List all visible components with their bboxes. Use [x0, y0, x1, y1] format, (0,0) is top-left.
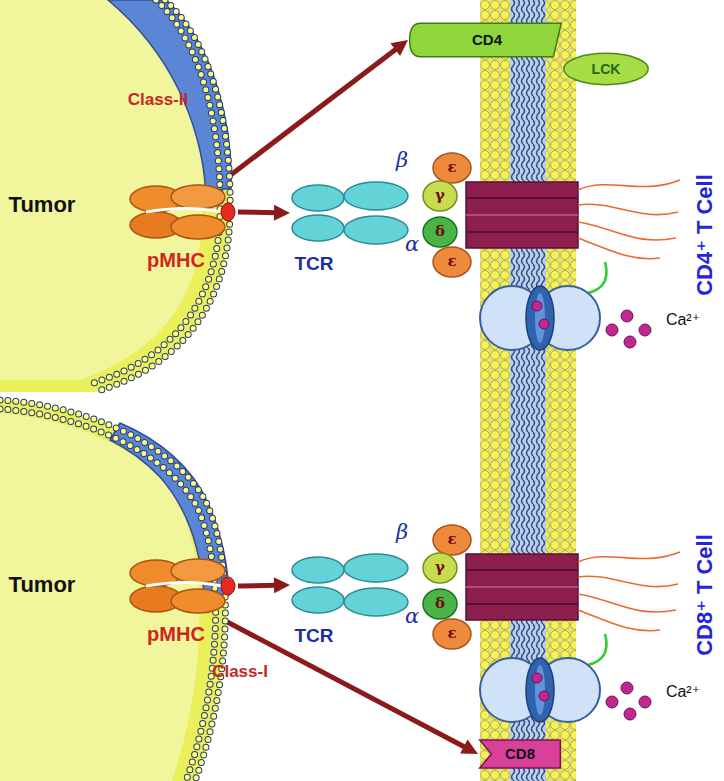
chain-label: β — [396, 148, 408, 172]
pmhc-outline — [128, 556, 238, 616]
chain-label: β — [396, 520, 408, 544]
molecule-label: pMHC — [147, 623, 205, 646]
chain-label: ε — [447, 625, 456, 642]
chain-label: δ — [435, 595, 445, 612]
arrow-head — [274, 205, 290, 221]
chain-label: ε — [447, 159, 456, 176]
pmhc-outline — [128, 182, 238, 242]
arrow-shaft — [238, 210, 276, 216]
pmhc-molecule: pMHC — [128, 556, 238, 616]
arrow-shaft — [216, 616, 466, 747]
molecule-label: CD8 — [505, 745, 535, 762]
cd3-complex-top — [423, 153, 680, 350]
tumor-cell: Tumor pMHC — [0, 0, 240, 395]
edge-label: Class-I — [212, 662, 268, 682]
cell-label: Tumor — [9, 572, 76, 597]
molecule-label: CD4 — [472, 31, 502, 48]
arrow-connector — [238, 205, 290, 221]
chain-label: ε — [447, 253, 456, 270]
cell-type-label: CD4⁺ T Cell — [692, 174, 717, 296]
chain-label: α — [405, 232, 419, 256]
arrow-head — [390, 40, 408, 56]
chain-label: γ — [435, 187, 445, 204]
chain-label: ε — [447, 531, 456, 548]
cd4-coreceptor: CD4 — [408, 20, 566, 60]
arrow-connector — [222, 40, 409, 182]
arrow-connector — [238, 577, 290, 593]
chain-label: γ — [435, 559, 445, 576]
molecule-label: TCR — [294, 253, 333, 275]
tcr-receptor: TCRβα — [290, 178, 415, 248]
tumor-cell: Tumor pMHC — [0, 395, 240, 781]
arrow-head — [274, 577, 290, 593]
chain-label: δ — [435, 223, 445, 240]
cd3-complex-bottom — [423, 525, 680, 722]
molecule-label: LCK — [592, 61, 621, 77]
tcr-outline — [290, 178, 415, 248]
tcr-receptor: TCRβα — [290, 550, 415, 620]
arrow-head — [460, 739, 478, 754]
lck-kinase: LCK — [562, 52, 650, 86]
ion-label: Ca²⁺ — [666, 683, 700, 701]
ion-label: Ca²⁺ — [666, 311, 700, 329]
edge-label: Class-II — [128, 90, 188, 110]
arrow-connector — [216, 616, 478, 754]
arrow-shaft — [222, 48, 397, 182]
pmhc-molecule: pMHC — [128, 182, 238, 242]
cell-label: Tumor — [9, 192, 76, 217]
chain-label: α — [405, 604, 419, 628]
molecule-label: TCR — [294, 625, 333, 647]
cd8-coreceptor: CD8 — [478, 738, 562, 770]
tcr-outline — [290, 550, 415, 620]
cell-type-label: CD8⁺ T Cell — [692, 534, 717, 656]
molecule-label: pMHC — [147, 249, 205, 272]
arrow-shaft — [238, 583, 276, 589]
